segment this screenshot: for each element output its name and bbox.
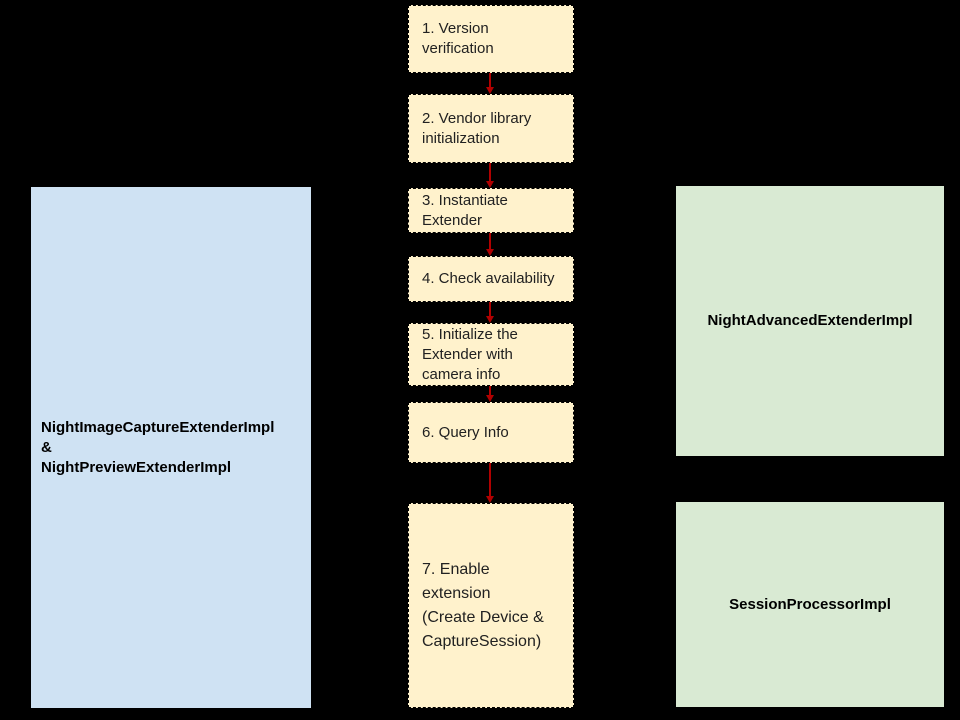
down-arrow-step4-step5	[485, 302, 495, 323]
down-arrow-step3-step4	[485, 233, 495, 256]
flow-step-2: 2. Vendor library initialization	[408, 94, 574, 163]
flow-step-1-label: 1. Version verification	[422, 20, 494, 57]
node-label: NightAdvancedExtenderImpl	[707, 312, 913, 329]
flow-step-4-label: 4. Check availability	[422, 270, 555, 287]
flow-step-7-label: 7. Enable extension (Create Device & Cap…	[422, 560, 544, 650]
node-night-advanced-extender-impl: NightAdvancedExtenderImpl	[676, 186, 944, 456]
down-arrow-step2-step3	[485, 163, 495, 188]
down-arrow-step1-step2	[485, 73, 495, 94]
node-label: SessionProcessorImpl	[729, 595, 891, 613]
flow-step-5-label: 5. Initialize the Extender with camera i…	[422, 325, 518, 383]
node-session-processor-impl: SessionProcessorImpl	[676, 502, 944, 707]
flow-step-1: 1. Version verification	[408, 5, 574, 73]
node-night-image-capture-and-preview-extender-impl: NightImageCaptureExtenderImpl & NightPre…	[31, 187, 311, 708]
flow-step-6: 6. Query Info	[408, 402, 574, 463]
flow-step-2-label: 2. Vendor library initialization	[422, 109, 532, 147]
flow-step-7: 7. Enable extension (Create Device & Cap…	[408, 503, 574, 708]
flow-step-4: 4. Check availability	[408, 256, 574, 302]
flow-step-6-label: 6. Query Info	[422, 423, 509, 441]
flow-step-3: 3. Instantiate Extender	[408, 188, 574, 233]
node-label: NightImageCaptureExtenderImpl & NightPre…	[41, 418, 275, 476]
flow-step-5: 5. Initialize the Extender with camera i…	[408, 323, 574, 386]
flow-step-3-label: 3. Instantiate Extender	[422, 191, 508, 229]
down-arrow-step6-step7	[485, 463, 495, 503]
down-arrow-step5-step6	[485, 386, 495, 402]
